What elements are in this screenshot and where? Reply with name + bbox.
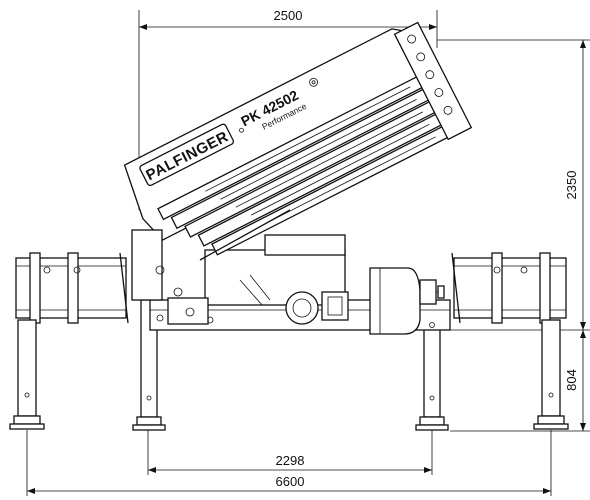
right-inner-leg [415, 319, 449, 431]
dim-height-right-label: 2350 [564, 171, 579, 200]
dim-leg-height: 804 [450, 330, 590, 432]
dim-width-top-label: 2500 [274, 8, 303, 23]
boom-base [131, 209, 291, 325]
left-outrigger [15, 252, 129, 324]
dim-total-span: 6600 [26, 430, 552, 496]
dim-height-right: 2350 [437, 39, 590, 331]
dim-inner-span: 2298 [147, 430, 433, 475]
dim-total-span-label: 6600 [276, 474, 305, 489]
right-outer-leg [533, 319, 569, 430]
slewing-housing [369, 267, 445, 335]
dim-leg-height-label: 804 [564, 369, 579, 391]
left-outer-leg [9, 319, 45, 430]
boom-assembly: PALFINGER PK 42502 Performance [123, 21, 473, 256]
dim-inner-span-label: 2298 [276, 453, 305, 468]
right-outrigger [451, 252, 567, 324]
